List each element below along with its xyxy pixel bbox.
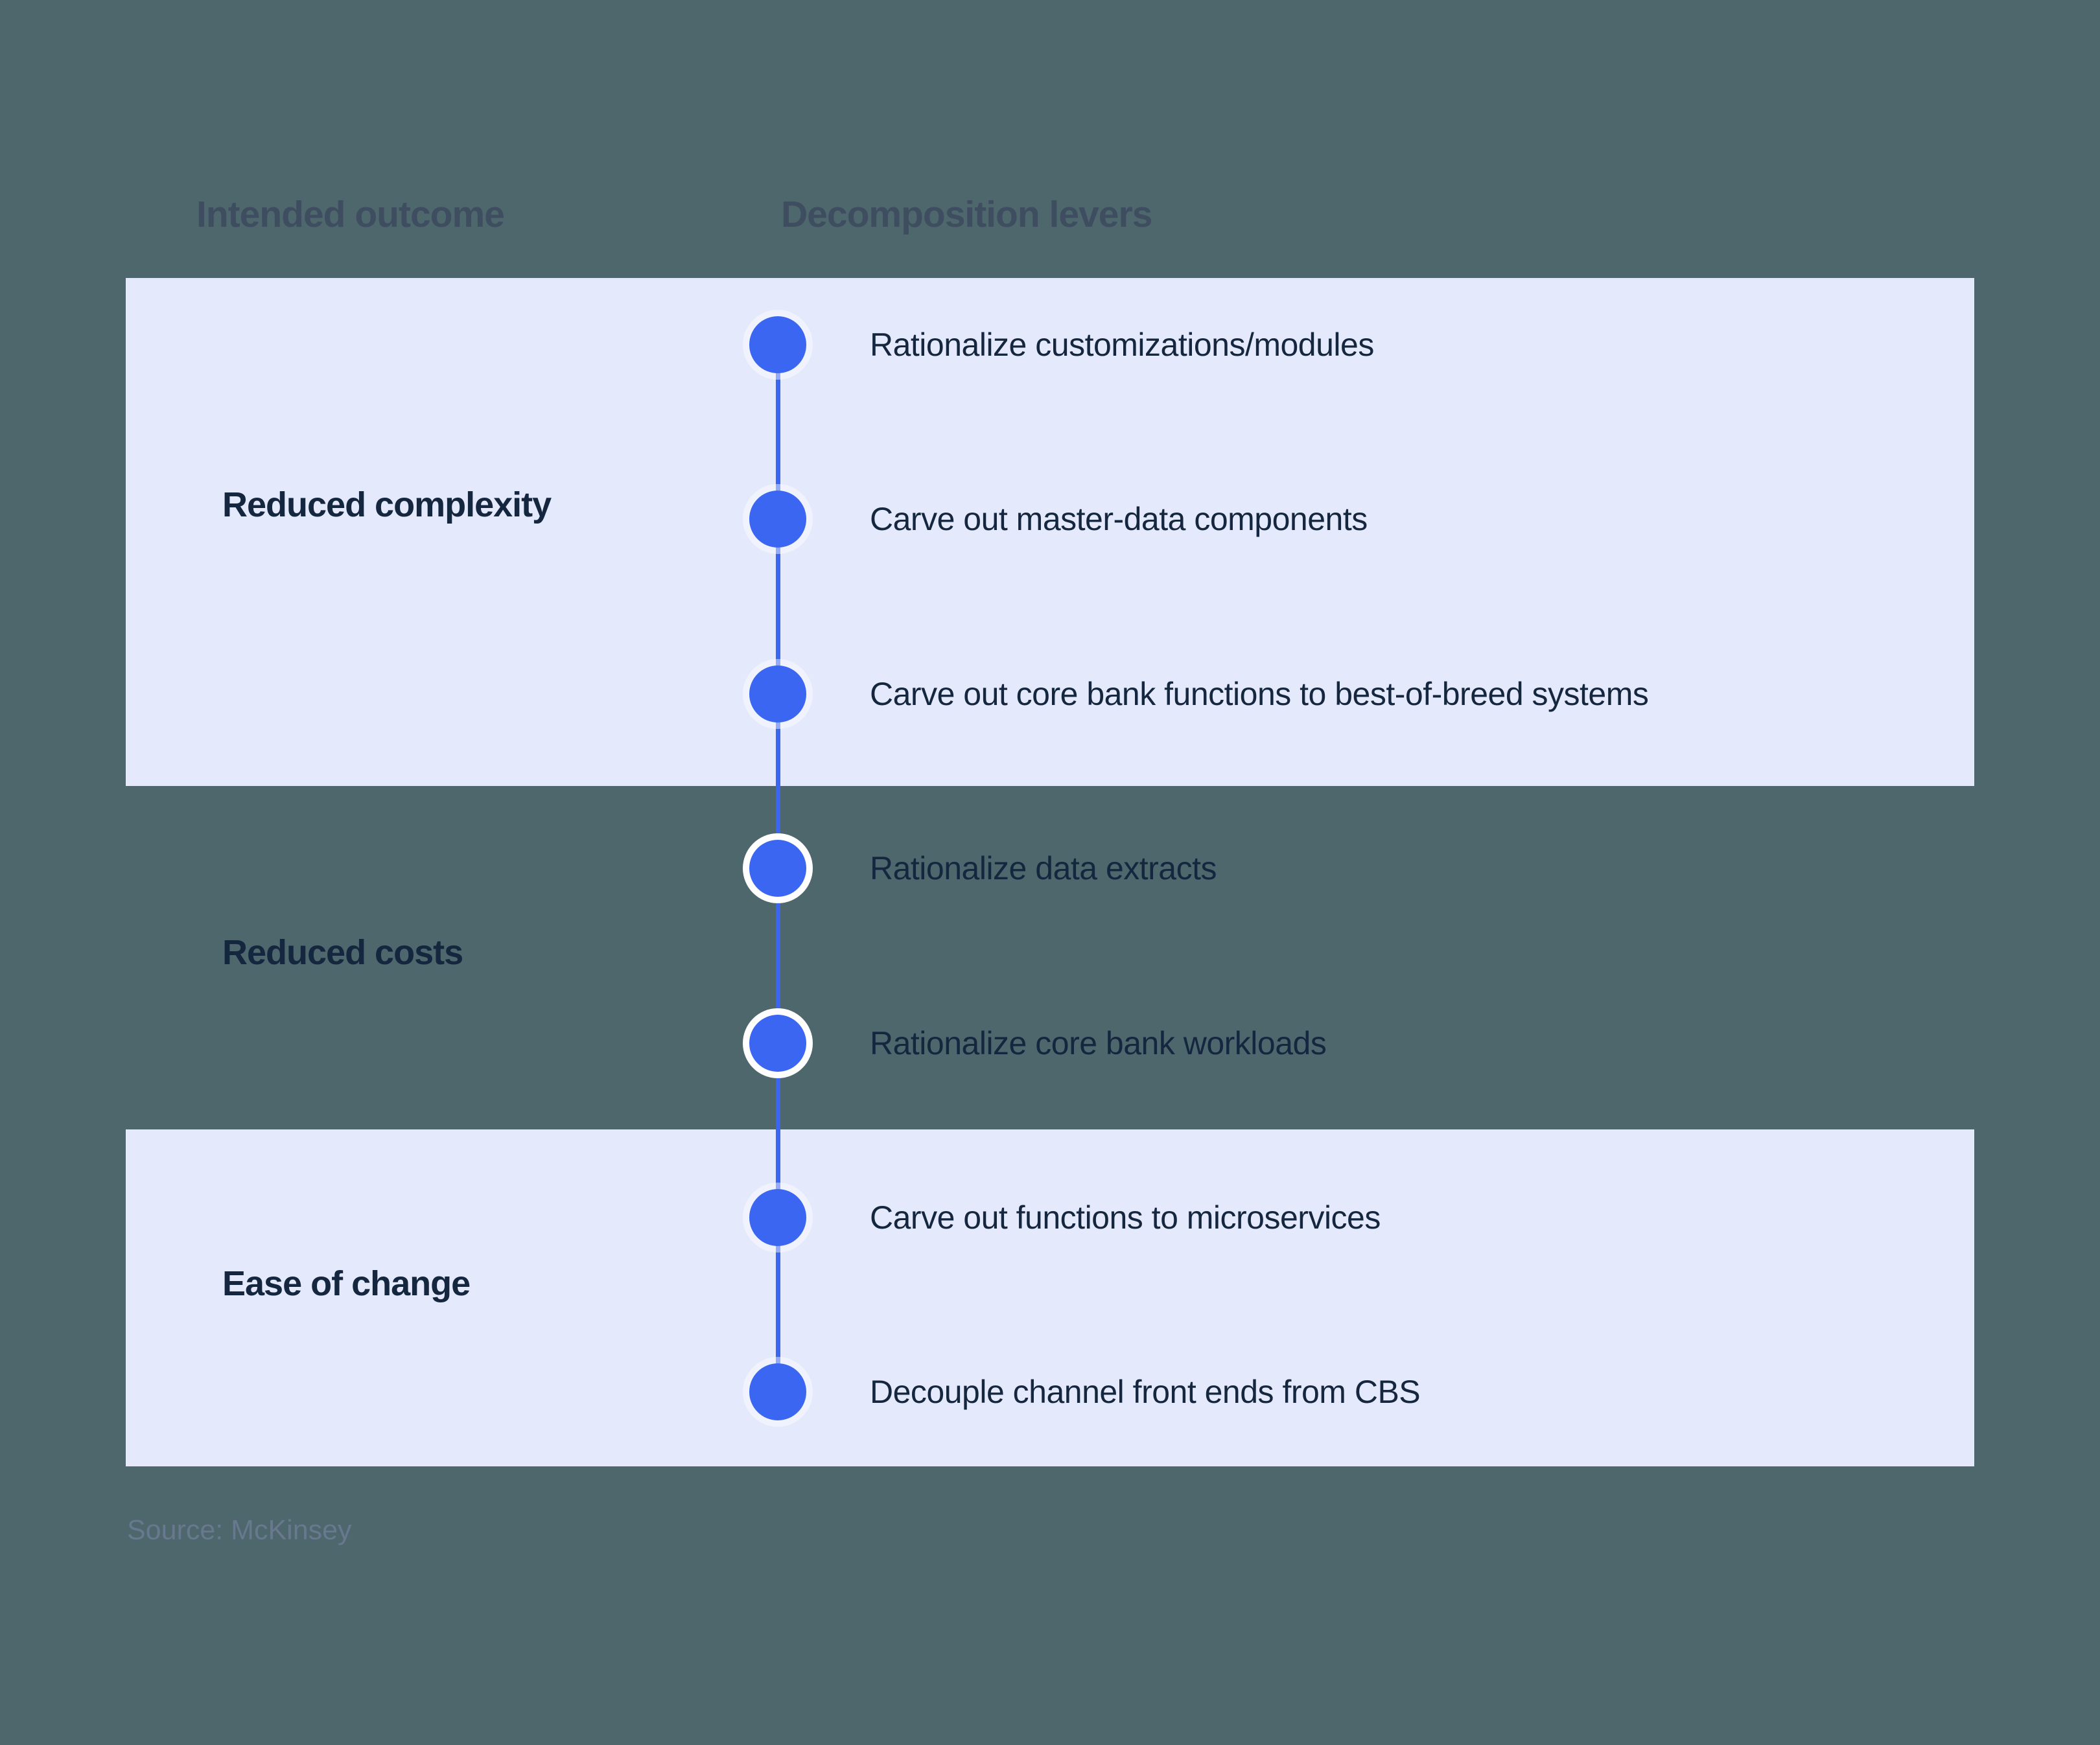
highlight-panel-ease-of-change: [126, 1129, 1974, 1466]
lever-dot-ringed-icon: [749, 840, 806, 897]
lever-item-decouple-channel-front-ends: Decouple channel front ends from CBS: [870, 1374, 1421, 1410]
outcome-label-reduced-complexity: Reduced complexity: [222, 485, 552, 524]
lever-dot-icon: [749, 316, 806, 373]
column-header-decomposition-levers: Decomposition levers: [781, 194, 1152, 235]
column-header-intended-outcome: Intended outcome: [196, 194, 505, 235]
lever-item-carve-out-core-bank-functions: Carve out core bank functions to best-of…: [870, 676, 1649, 712]
lever-item-rationalize-core-bank-workloads: Rationalize core bank workloads: [870, 1025, 1327, 1061]
lever-dot-icon: [749, 1189, 806, 1246]
lever-dot-icon: [749, 491, 806, 548]
lever-dot-ringed-icon: [749, 1015, 806, 1072]
lever-item-carve-out-functions-microservices: Carve out functions to microservices: [870, 1199, 1381, 1236]
lever-item-rationalize-data-extracts: Rationalize data extracts: [870, 850, 1217, 886]
outcome-label-ease-of-change: Ease of change: [222, 1264, 471, 1303]
lever-item-rationalize-customizations: Rationalize customizations/modules: [870, 327, 1374, 363]
lever-dot-icon: [749, 665, 806, 722]
outcome-label-reduced-costs: Reduced costs: [222, 933, 463, 972]
lever-item-carve-out-master-data: Carve out master-data components: [870, 501, 1368, 537]
highlight-panel-reduced-complexity: [126, 278, 1974, 786]
lever-dot-icon: [749, 1363, 806, 1420]
source-attribution: Source: McKinsey: [127, 1514, 352, 1546]
